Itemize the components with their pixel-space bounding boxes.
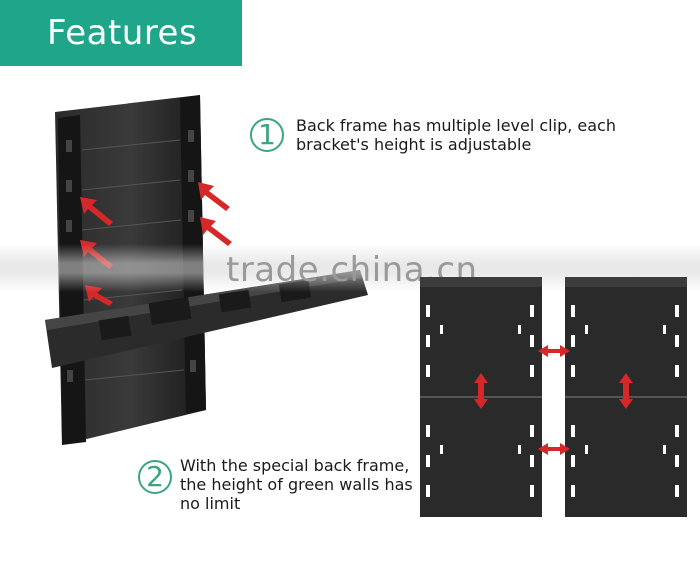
feature-2-line-3: no limit bbox=[180, 494, 241, 513]
back-frame-illustration bbox=[45, 95, 368, 445]
feature-1: 1 Back frame has multiple level clip, ea… bbox=[250, 116, 616, 154]
feature-2-line-2: the height of green walls has bbox=[180, 475, 413, 494]
features-banner: Features bbox=[0, 0, 242, 66]
feature-1-number: 1 bbox=[250, 118, 284, 152]
feature-1-line-2: bracket's height is adjustable bbox=[296, 135, 532, 154]
feature-1-text: Back frame has multiple level clip, each… bbox=[296, 116, 616, 154]
feature-2-number: 2 bbox=[138, 460, 172, 494]
banner-title: Features bbox=[47, 13, 198, 53]
stacked-frames-illustration bbox=[420, 277, 687, 517]
feature-2-line-1: With the special back frame, bbox=[180, 456, 410, 475]
feature-2: 2 With the special back frame, the heigh… bbox=[138, 456, 413, 513]
feature-1-line-1: Back frame has multiple level clip, each bbox=[296, 116, 616, 135]
feature-2-text: With the special back frame, the height … bbox=[180, 456, 413, 513]
